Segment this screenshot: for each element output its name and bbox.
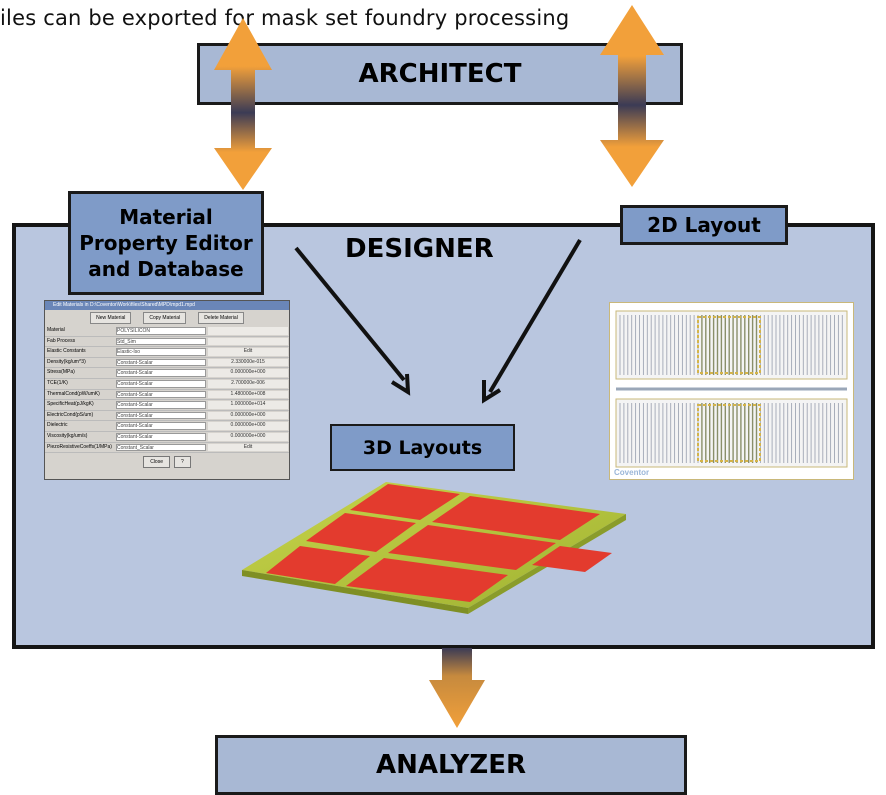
layout-brand-label: Coventor	[614, 468, 650, 477]
new-material-button[interactable]: New Material	[90, 312, 132, 324]
property-value-select[interactable]: Std_Sim	[116, 337, 206, 346]
property-name: Material	[47, 327, 65, 333]
property-name: SpecificHeat(pJ/kgK)	[47, 401, 94, 408]
material-window-title: Edit Materials in D:\Coventor\Work\files…	[45, 301, 289, 310]
property-extra-value[interactable]: 2.700000e-006	[208, 379, 288, 388]
material-property-tab[interactable]: Material Property Editor and Database	[68, 191, 264, 295]
property-name: Elastic Constants	[47, 348, 86, 355]
layouts3d-box[interactable]: 3D Layouts	[330, 424, 515, 471]
material-toolbar: New Material Copy Material Delete Materi…	[45, 310, 289, 326]
property-value-select[interactable]: Constant-Scalar	[116, 379, 206, 388]
property-extra-value[interactable]: Edit	[208, 348, 288, 356]
property-name: Dielectric	[47, 422, 68, 429]
property-value-select[interactable]: Constant-Scalar	[116, 390, 206, 399]
copy-material-button[interactable]: Copy Material	[143, 312, 187, 324]
black-arrow-icon	[294, 246, 411, 396]
material-tab-line1: Material	[119, 205, 213, 229]
property-value-select[interactable]: Constant-Scalar	[116, 401, 206, 409]
architect-label: ARCHITECT	[358, 59, 522, 89]
3d-layout-model	[242, 482, 626, 614]
double-arrow-icon	[214, 18, 272, 190]
property-extra-value[interactable]: Edit	[208, 443, 288, 452]
layouts3d-label: 3D Layouts	[362, 436, 483, 459]
help-button[interactable]: ?	[174, 456, 191, 469]
layout2d-label: 2D Layout	[647, 213, 761, 237]
property-extra-value[interactable]	[208, 327, 288, 335]
material-footer: Close ?	[45, 456, 289, 469]
table-row[interactable]: PiezoResistiveCoeffs(1/MPa) Constant_Scal…	[45, 443, 289, 454]
layout2d-drawing	[615, 310, 848, 468]
property-value-select[interactable]: Constant-Scalar	[116, 422, 206, 430]
material-editor-window: Edit Materials in D:\Coventor\Work\files…	[44, 300, 290, 480]
property-name: PiezoResistiveCoeffs(1/MPa)	[47, 443, 112, 450]
property-extra-value[interactable]: 2.330000e-015	[208, 358, 288, 367]
delete-material-button[interactable]: Delete Material	[198, 312, 244, 324]
property-name: Fab Process	[47, 337, 76, 344]
layout2d-thumbnail: Coventor	[609, 302, 854, 480]
analyzer-box[interactable]: ANALYZER	[215, 735, 687, 795]
designer-title: DESIGNER	[345, 234, 494, 264]
property-extra-value[interactable]: 0.000000e+000	[208, 411, 288, 420]
analyzer-label: ANALYZER	[376, 750, 526, 780]
layout2d-tab[interactable]: 2D Layout	[620, 205, 788, 245]
property-name: Viscosity(kg/um/s)	[47, 432, 88, 439]
property-value-select[interactable]: Constant_Scalar	[116, 443, 206, 452]
property-extra-value[interactable]	[208, 337, 288, 346]
property-name: ElectricCond(pS/um)	[47, 411, 94, 418]
top-caption: iles can be exported for mask set foundr…	[0, 6, 570, 30]
property-extra-value[interactable]: 0.000000e+000	[208, 369, 288, 377]
architect-box[interactable]: ARCHITECT	[197, 43, 683, 105]
property-value-select[interactable]: Constant-Scalar	[116, 369, 206, 377]
table-row[interactable]: Material POLYSILICON	[45, 326, 289, 337]
property-name: TCE(1/K)	[47, 379, 68, 386]
material-tab-line3: and Database	[88, 257, 244, 281]
black-arrow-icon	[482, 238, 582, 404]
property-value-select[interactable]: Constant-Scalar	[116, 411, 206, 420]
close-button[interactable]: Close	[143, 456, 170, 469]
property-value-select[interactable]: Constant-Scalar	[116, 358, 206, 367]
property-extra-value[interactable]: 0.000000e+000	[208, 432, 288, 441]
orange-down-arrow-icon	[429, 648, 485, 728]
property-name: Density(kg/um^3)	[47, 358, 86, 365]
material-tab-line2: Property Editor	[79, 231, 253, 255]
property-name: Stress(MPa)	[47, 369, 75, 376]
property-extra-value[interactable]: 1.000000e+014	[208, 401, 288, 409]
property-value-select[interactable]: Elastic-Iso	[116, 348, 206, 356]
property-name: ThermalCond(pW/umK)	[47, 390, 100, 397]
table-row[interactable]: Fab Process Std_Sim	[45, 337, 289, 348]
double-arrow-icon	[600, 5, 664, 187]
property-extra-value[interactable]: 1.480000e+008	[208, 390, 288, 399]
property-extra-value[interactable]: 0.000000e+000	[208, 422, 288, 430]
property-value-select[interactable]: Constant-Scalar	[116, 432, 206, 441]
property-value-select[interactable]: POLYSILICON	[116, 327, 206, 335]
